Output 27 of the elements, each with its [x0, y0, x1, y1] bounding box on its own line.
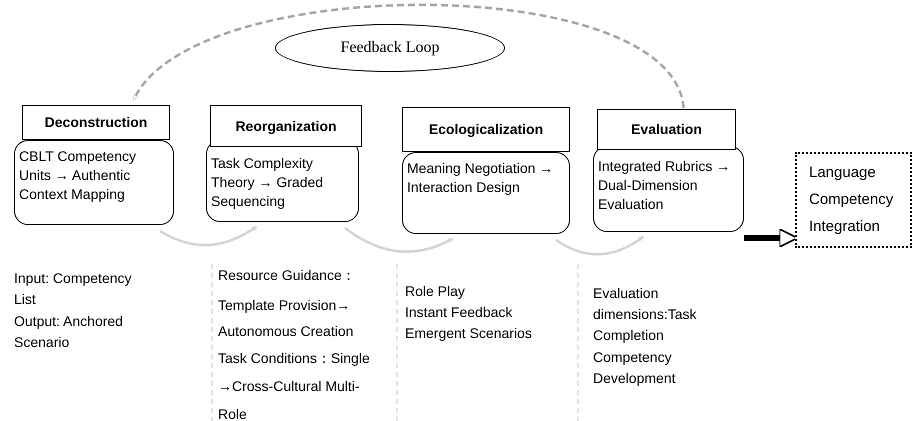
- stage-description: Task Complexity Theory → Graded Sequencing: [211, 154, 324, 211]
- stage-description: CBLT Competency Units → Authentic Context Mapping: [19, 147, 137, 204]
- curved-arrow: [555, 236, 644, 256]
- note-text: Competency Development: [593, 348, 676, 388]
- note-text: Instant Feedback: [405, 303, 514, 322]
- outcome-text: Integration: [809, 217, 881, 237]
- stage-title: Ecologicalization: [402, 107, 570, 152]
- note-text: Emergent Scenarios: [405, 324, 533, 343]
- note-text: Role Play: [405, 282, 466, 301]
- note-text: Task Conditions：Single →Cross-Cultural Multi-Role: [218, 349, 371, 421]
- outcome-text: Competency: [809, 190, 894, 210]
- note-text: Template Provision→ Autonomous Creation: [218, 296, 354, 341]
- feedback-ellipse: Feedback Loop: [275, 24, 505, 72]
- curved-arrow: [159, 226, 258, 246]
- stage-title: Deconstruction: [22, 105, 170, 140]
- stage-title: Reorganization: [210, 105, 362, 147]
- note-text: Output: Anchored Scenario: [14, 312, 124, 352]
- outcome-box: [795, 152, 912, 248]
- note-text: Evaluation dimensions:Task Completion: [593, 284, 698, 345]
- curved-arrow: [344, 226, 454, 253]
- note-text: Resource Guidance：: [218, 266, 357, 285]
- outcome-text: Language: [809, 163, 877, 183]
- stage-description: Meaning Negotiation → Interaction Design: [407, 159, 554, 197]
- feedback-arrow: [133, 4, 685, 108]
- stage-title: Evaluation: [597, 109, 736, 150]
- note-text: Input: Competency List: [14, 269, 133, 309]
- stage-description: Integrated Rubrics → Dual-Dimension Evaluation: [598, 157, 732, 214]
